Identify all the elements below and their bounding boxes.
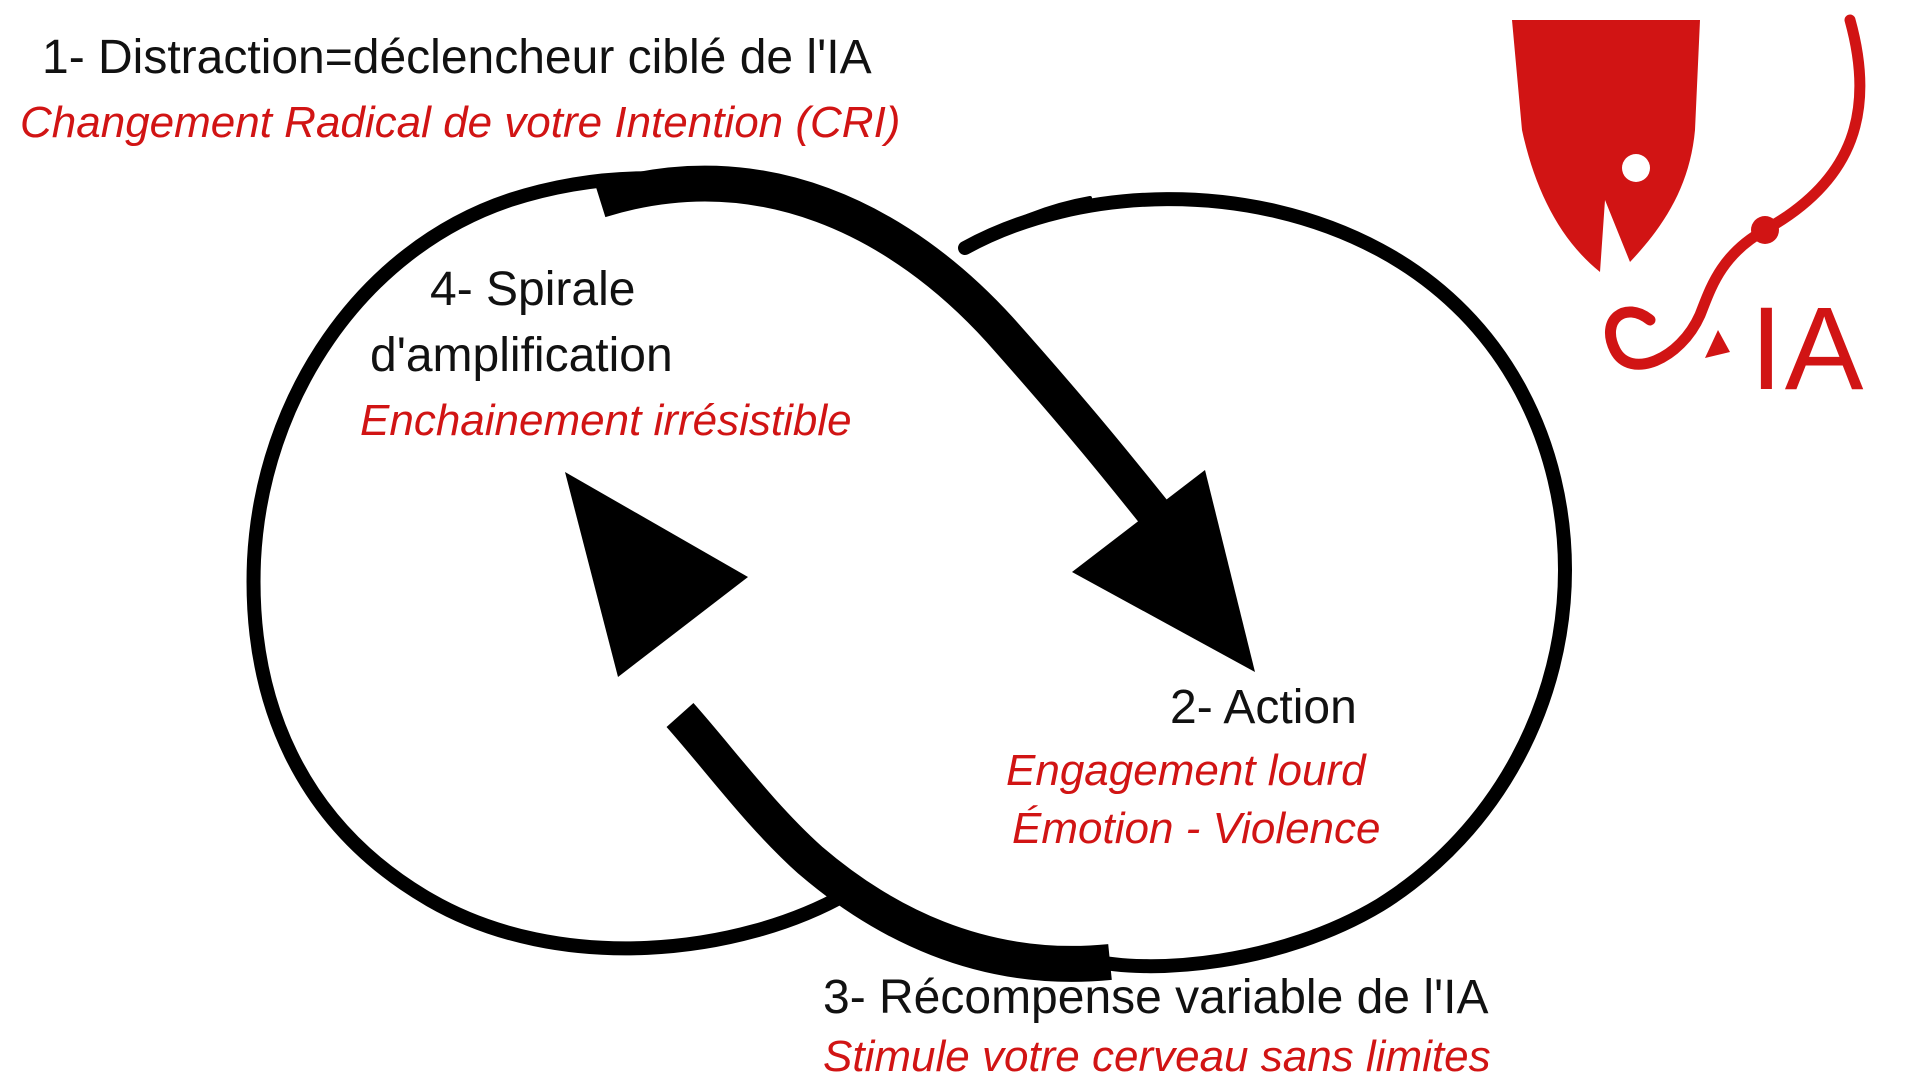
fish-eye (1622, 154, 1650, 182)
step3-title: 3- Récompense variable de l'IA (823, 971, 1489, 1024)
hook-bead (1751, 216, 1779, 244)
right-loop-taper (963, 196, 1092, 250)
arrow-shaft-bottom (666, 703, 1112, 982)
step2-title: 2- Action (1170, 681, 1357, 734)
step1-title: 1- Distraction=déclencheur ciblé de l'IA (42, 31, 872, 84)
fish-hook-icon (1605, 14, 1866, 370)
logo-text: IA (1750, 283, 1866, 415)
step1-subtitle: Changement Radical de votre Intention (C… (20, 98, 901, 147)
step4-subtitle: Enchainement irrésistible (360, 396, 852, 445)
arrow-head-to-spiral (565, 472, 748, 677)
arrow-shaft-top (594, 165, 1175, 532)
right-loop-outline (958, 192, 1573, 974)
fish-head-shape (1512, 20, 1700, 272)
step2-subtitle-line1: Engagement lourd (1006, 746, 1366, 795)
hook-barb (1705, 330, 1730, 358)
step3-subtitle: Stimule votre cerveau sans limites (823, 1032, 1491, 1081)
left-loop-taper (498, 891, 850, 950)
step4-title-line2: d'amplification (370, 329, 673, 382)
step2-subtitle-line2: Émotion - Violence (1012, 804, 1381, 853)
step4-title-line1: 4- Spirale (430, 263, 636, 316)
arrow-head-to-action (1072, 470, 1255, 672)
